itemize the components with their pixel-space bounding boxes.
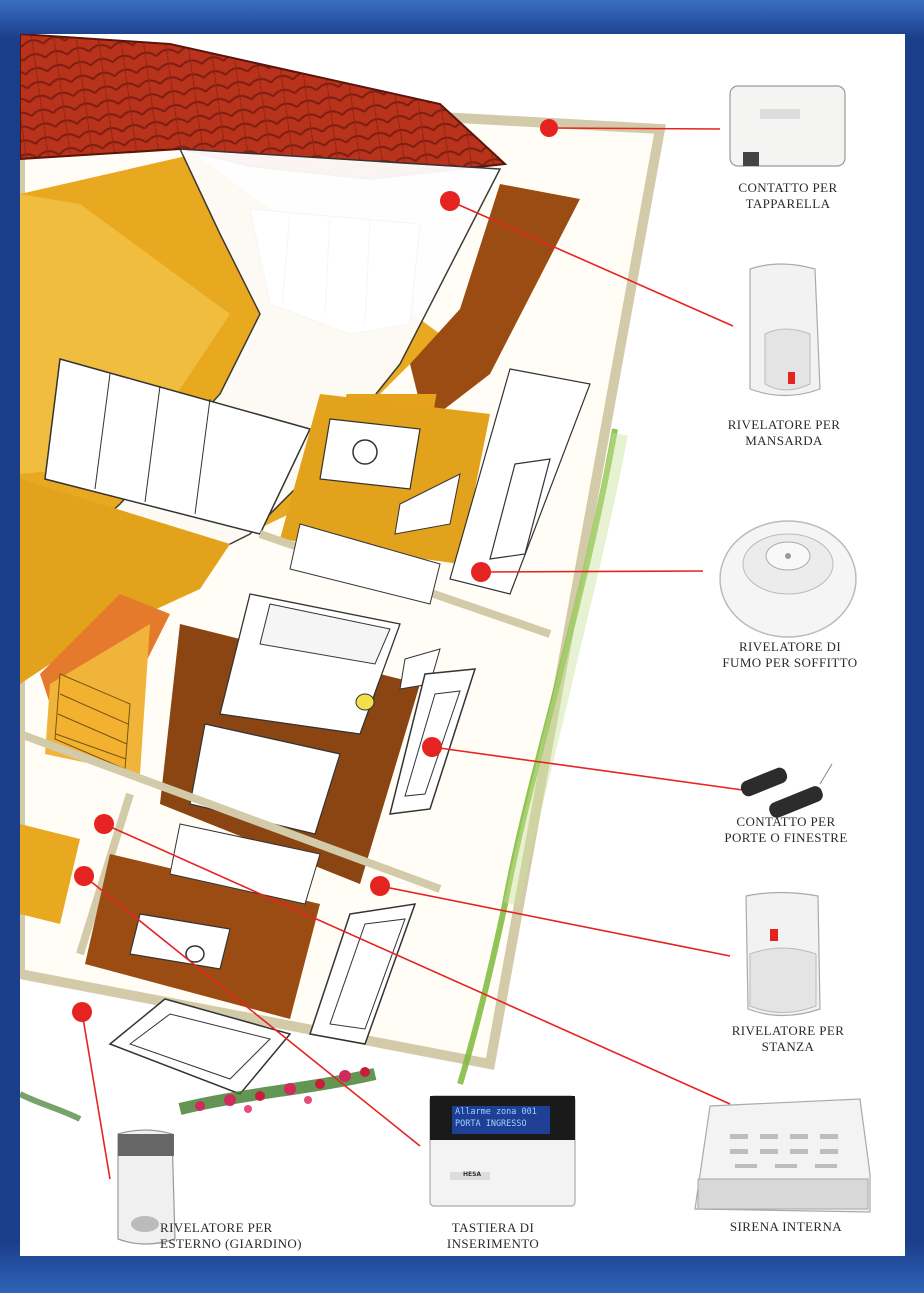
label-shutter-contact: CONTATTO PER TAPPARELLA: [688, 180, 888, 212]
siren-device: [694, 1098, 871, 1213]
marker-keypad: [74, 866, 94, 886]
marker-door: [422, 737, 442, 757]
keypad-screen: Allarme zona 001 PORTA INGRESSO: [452, 1106, 550, 1134]
marker-smoke: [471, 562, 491, 582]
label-attic-line1: RIVELATORE PER: [727, 417, 841, 432]
attic-detector-device: [749, 263, 821, 397]
outdoor-detector-device: [117, 1129, 176, 1245]
label-room-line1: RIVELATORE PER: [731, 1023, 845, 1038]
label-smoke-line1: RIVELATORE DI: [738, 639, 842, 654]
label-shutter-line2: TAPPARELLA: [745, 196, 831, 211]
marker-room: [370, 876, 390, 896]
label-siren: SIRENA INTERNA: [686, 1219, 886, 1235]
label-shutter-line1: CONTATTO PER: [738, 180, 838, 195]
label-siren-line1: SIRENA INTERNA: [729, 1219, 843, 1234]
smoke-detector-device: [719, 520, 857, 638]
label-door-line1: CONTATTO PER: [736, 814, 836, 829]
connector-lines: [81, 127, 751, 1180]
entry-floor: [20, 824, 80, 924]
corridor: [410, 184, 580, 424]
shutter-contact-device: [729, 85, 846, 167]
label-room-line2: STANZA: [761, 1039, 815, 1054]
hedge: [457, 428, 618, 1085]
marker-attic: [440, 191, 460, 211]
dining-table: [129, 913, 231, 970]
keypad-screen-line1: Allarme zona 001: [455, 1107, 537, 1117]
label-smoke-line2: FUMO PER SOFFITTO: [722, 655, 858, 670]
marker-siren: [94, 814, 114, 834]
marker-shutter: [540, 119, 558, 137]
label-door-contact: CONTATTO PER PORTE O FINESTRE: [686, 814, 886, 846]
label-keypad: TASTIERA DI INSERIMENTO: [393, 1220, 593, 1252]
sensor-markers: [72, 119, 558, 1022]
keypad-device: [429, 1095, 576, 1207]
flower-bed: [178, 1067, 377, 1115]
marker-outdoor: [72, 1002, 92, 1022]
living-window: [309, 903, 417, 1045]
illustration-panel: Allarme zona 001 PORTA INGRESSO HESA CON…: [20, 34, 905, 1256]
label-keypad-line1: TASTIERA DI: [451, 1220, 535, 1235]
left-room-floor: [20, 479, 230, 684]
label-outdoor-detector: RIVELATORE PER ESTERNO (GIARDINO): [160, 1220, 360, 1252]
label-door-line2: PORTE O FINESTRE: [724, 830, 848, 845]
front-window: [108, 998, 292, 1095]
keypad-brand: HESA: [462, 1171, 482, 1178]
label-outdoor-line2: ESTERNO (GIARDINO): [160, 1236, 302, 1251]
label-room-detector: RIVELATORE PER STANZA: [688, 1023, 888, 1055]
label-attic-detector: RIVELATORE PER MANSARDA: [684, 417, 884, 449]
label-attic-line2: MANSARDA: [745, 433, 823, 448]
study-desk: [319, 418, 421, 490]
label-keypad-line2: INSERIMENTO: [446, 1236, 540, 1251]
label-outdoor-line1: RIVELATORE PER: [160, 1220, 273, 1235]
house-plan-illustration: [20, 34, 871, 1245]
door-contact-device: [740, 763, 833, 818]
room-detector-device: [745, 891, 821, 1017]
keypad-screen-line2: PORTA INGRESSO: [455, 1119, 527, 1129]
label-smoke-detector: RIVELATORE DI FUMO PER SOFFITTO: [690, 639, 890, 671]
